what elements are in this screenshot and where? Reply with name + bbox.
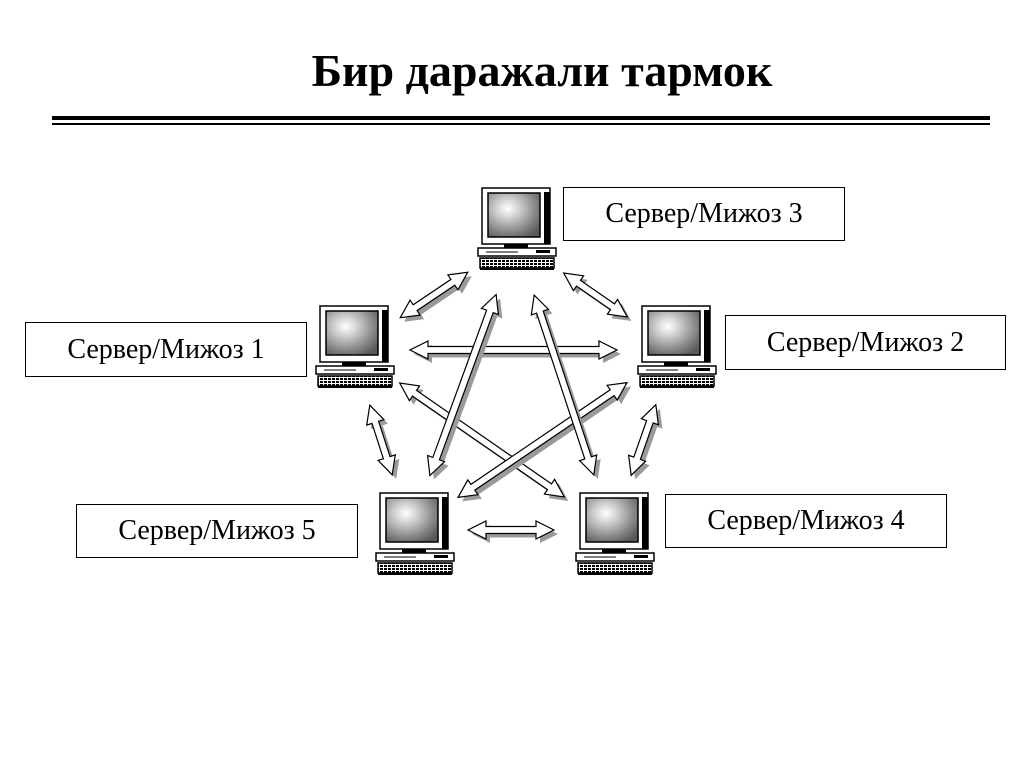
node-label-2: Сервер/Мижоз 2 bbox=[725, 315, 1006, 370]
computers-layer bbox=[315, 187, 717, 575]
computer-icon-n4 bbox=[575, 492, 655, 575]
link-arrow-shape bbox=[408, 340, 619, 360]
node-label-1: Сервер/Мижоз 1 bbox=[25, 322, 307, 377]
link-arrow-n2-n3 bbox=[562, 272, 632, 321]
link-arrow-n4-n5 bbox=[466, 520, 558, 543]
link-arrow-n1-n2 bbox=[408, 340, 621, 363]
title-rule-thin bbox=[52, 123, 990, 125]
link-arrow-n1-n5 bbox=[365, 403, 400, 479]
link-arrow-shape bbox=[399, 271, 469, 319]
link-arrow-n2-n4 bbox=[627, 403, 663, 480]
link-arrow-shape bbox=[627, 403, 660, 477]
node-label-4: Сервер/Мижоз 4 bbox=[665, 494, 947, 548]
link-arrow-n1-n3 bbox=[399, 271, 472, 322]
link-arrow-n3-n5 bbox=[426, 293, 503, 480]
links-layer bbox=[365, 271, 663, 543]
link-arrow-shape bbox=[456, 381, 629, 499]
link-arrow-n3-n4 bbox=[530, 293, 601, 479]
link-arrow-n1-n4 bbox=[398, 382, 569, 501]
link-shadow bbox=[404, 276, 472, 322]
computer-icon-n2 bbox=[637, 305, 717, 388]
computer-icon-n5 bbox=[375, 492, 455, 575]
link-arrow-shape bbox=[530, 293, 598, 477]
computer-icon-n3 bbox=[477, 187, 557, 270]
link-arrow-n2-n5 bbox=[456, 381, 631, 502]
link-arrow-shape bbox=[398, 382, 566, 498]
page-title: Бир даражали тармок bbox=[311, 45, 773, 96]
title-rule-thick bbox=[52, 116, 990, 120]
link-arrow-shape bbox=[426, 293, 500, 477]
node-label-5: Сервер/Мижоз 5 bbox=[76, 504, 358, 558]
link-shadow bbox=[462, 386, 631, 502]
link-arrow-shape bbox=[365, 403, 397, 477]
link-arrow-shape bbox=[466, 520, 556, 540]
computer-icon-n1 bbox=[315, 305, 395, 388]
node-label-3: Сервер/Мижоз 3 bbox=[563, 187, 845, 241]
link-arrow-shape bbox=[562, 272, 629, 318]
